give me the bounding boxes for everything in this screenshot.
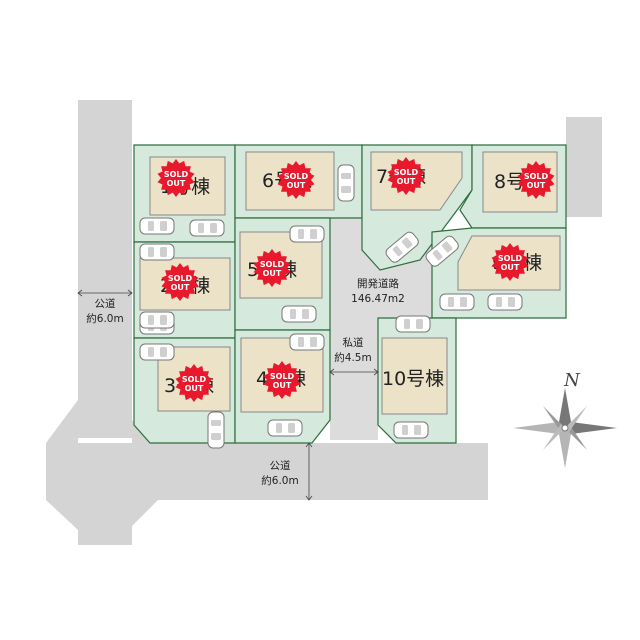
sold-out-text-line2: OUT <box>263 269 282 278</box>
private-road-label-1: 私道 <box>343 336 364 349</box>
sold-out-text-line2: OUT <box>167 179 186 188</box>
road-corner-bottom <box>46 500 78 530</box>
sold-out-text-line2: OUT <box>287 181 306 190</box>
private-road-label-2: 約4.5m <box>334 351 371 364</box>
road-corner-bottom-right <box>132 500 158 526</box>
sold-out-text-line2: OUT <box>501 263 520 272</box>
sold-out-starburst <box>277 161 315 199</box>
sold-out-text-line1: SOLD <box>260 260 285 269</box>
sold-out-starburst <box>253 249 291 287</box>
dev-road-label-2: 146.47m2 <box>351 293 405 305</box>
development-road <box>330 218 432 440</box>
lot-10-label: 10号棟 <box>382 368 444 390</box>
public-road-bottom-label-2: 約6.0m <box>261 474 298 487</box>
sold-out-text-line2: OUT <box>185 384 204 393</box>
sold-out-text-line2: OUT <box>527 181 546 190</box>
sold-out-text-line1: SOLD <box>394 168 419 177</box>
public-road-left-label-2: 約6.0m <box>86 312 123 325</box>
road-lower-left <box>78 500 132 545</box>
public-road-bottom <box>46 443 488 500</box>
sold-out-text-line2: OUT <box>171 283 190 292</box>
sold-out-text-line1: SOLD <box>270 372 295 381</box>
public-road-left-label-1: 公道 <box>95 297 116 310</box>
sold-out-text-line1: SOLD <box>524 172 549 181</box>
public-road-left <box>78 100 132 438</box>
sold-out-text-line1: SOLD <box>284 172 309 181</box>
public-road-bottom-label-1: 公道 <box>270 459 291 472</box>
sold-out-starburst <box>517 161 555 199</box>
sold-out-starburst <box>161 263 199 301</box>
sold-out-starburst <box>491 243 529 281</box>
sold-out-starburst <box>263 361 301 399</box>
dev-road-label-1: 開発道路 <box>357 277 399 290</box>
private-road <box>330 330 378 440</box>
dimension-lines <box>77 289 379 501</box>
lot-10[interactable] <box>377 317 457 444</box>
sold-out-starburst <box>157 159 195 197</box>
sold-out-text-line1: SOLD <box>168 274 193 283</box>
sold-out-text-line1: SOLD <box>182 375 207 384</box>
sold-out-starburst <box>175 364 213 402</box>
sold-out-badges: SOLDOUTSOLDOUTSOLDOUTSOLDOUTSOLDOUTSOLDO… <box>157 157 555 402</box>
compass-rose-icon <box>513 388 617 468</box>
sold-out-text-line1: SOLD <box>498 254 523 263</box>
road-top-right <box>566 117 602 217</box>
sold-out-text-line1: SOLD <box>164 170 189 179</box>
road-corner-top <box>46 400 78 443</box>
sold-out-starburst <box>387 157 425 195</box>
sold-out-text-line2: OUT <box>397 177 416 186</box>
sold-out-text-line2: OUT <box>273 381 292 390</box>
compass-north-label: N <box>563 370 581 391</box>
